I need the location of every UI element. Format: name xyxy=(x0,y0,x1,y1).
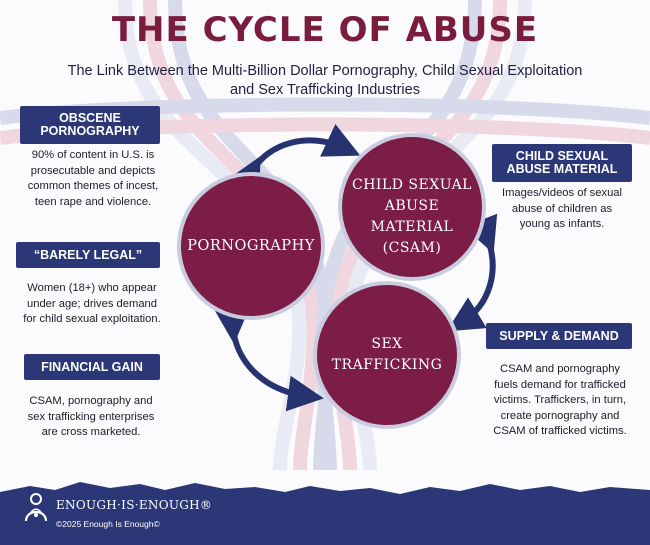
desc-line: common themes of incest, xyxy=(27,180,159,192)
desc-line: abuse of children as xyxy=(511,202,613,215)
desc-line: 90% of content in U.S. is xyxy=(31,149,155,161)
desc-financial-gain: CSAM, pornography and sex trafficking en… xyxy=(16,394,166,441)
banner-obscene-line-2: PORNOGRAPHY xyxy=(40,124,140,138)
desc-supply-demand: CSAM and pornography fuels demand for tr… xyxy=(480,362,640,440)
desc-line: sex trafficking enterprises xyxy=(27,410,155,423)
desc-obscene-pornography: 90% of content in U.S. is prosecutable a… xyxy=(18,148,168,210)
arrow-trafficking-to-porn xyxy=(213,306,324,412)
desc-line: fuels demand for trafficked xyxy=(494,378,626,391)
desc-line: create pornography and xyxy=(500,409,620,422)
banner-child-sexual-abuse-material: CHILD SEXUAL ABUSE MATERIAL xyxy=(492,144,632,182)
circle-label-pornography: PORNOGRAPHY xyxy=(187,238,315,254)
circle-sex-trafficking xyxy=(313,281,461,429)
banner-barely-legal: “BARELY LEGAL” xyxy=(16,242,160,268)
desc-line: teen rape and violence. xyxy=(34,195,152,208)
desc-line: Women (18+) who appear xyxy=(27,282,157,294)
arrow-csam-to-trafficking xyxy=(446,213,498,332)
csam-label-line-3: (CSAM) xyxy=(382,240,442,256)
banner-obscene-pornography: OBSCENE PORNOGRAPHY xyxy=(20,106,160,144)
circle-label-sex-trafficking: SEX TRAFFICKING xyxy=(317,334,457,376)
circle-pornography xyxy=(177,172,325,320)
circle-label-csam: CHILD SEXUAL ABUSE MATERIAL (CSAM) xyxy=(342,175,482,259)
csam-label-line-1: CHILD SEXUAL xyxy=(352,177,472,193)
subtitle-line-2: and Sex Trafficking Industries xyxy=(230,82,420,98)
page-title: THE CYCLE OF ABUSE xyxy=(111,10,539,50)
footer-logo-text: ENOUGH·IS·ENOUGH® xyxy=(56,498,213,512)
banner-csam-line-1: CHILD SEXUAL xyxy=(515,149,609,163)
trafficking-label-line-2: TRAFFICKING xyxy=(331,357,443,373)
desc-line: victims. Traffickers, in turn, xyxy=(493,394,627,406)
csam-label-line-2: ABUSE MATERIAL xyxy=(370,198,454,235)
desc-line: Images/videos of sexual xyxy=(501,187,623,199)
desc-line: for child sexual exploitation. xyxy=(23,313,161,325)
desc-line: young as infants. xyxy=(519,218,605,230)
desc-line: CSAM of trafficked victims. xyxy=(493,425,627,437)
enough-is-enough-logo-icon xyxy=(24,493,48,522)
desc-child-sexual-abuse-material: Images/videos of sexual abuse of childre… xyxy=(488,186,636,233)
desc-line: CSAM and pornography xyxy=(499,363,621,375)
desc-line: CSAM, pornography and xyxy=(29,395,153,407)
desc-line: are cross marketed. xyxy=(41,426,141,438)
footer-mountain-band xyxy=(0,482,650,545)
banner-csam-line-2: ABUSE MATERIAL xyxy=(506,162,618,176)
desc-barely-legal: Women (18+) who appear under age; drives… xyxy=(12,281,172,328)
subtitle-line-1: The Link Between the Multi-Billion Dolla… xyxy=(67,63,583,79)
banner-financial-gain: FINANCIAL GAIN xyxy=(24,354,160,380)
desc-line: prosecutable and depicts xyxy=(30,164,156,177)
desc-line: under age; drives demand xyxy=(27,297,157,310)
banner-supply-demand: SUPPLY & DEMAND xyxy=(486,323,632,349)
banner-obscene-line-1: OBSCENE xyxy=(59,111,121,125)
trafficking-label-line-1: SEX xyxy=(371,336,403,352)
arrow-porn-to-csam xyxy=(227,124,361,197)
circle-csam xyxy=(338,133,486,281)
page-subtitle: The Link Between the Multi-Billion Dolla… xyxy=(40,62,610,100)
footer-copyright: ©2025 Enough Is Enough© xyxy=(56,519,160,529)
